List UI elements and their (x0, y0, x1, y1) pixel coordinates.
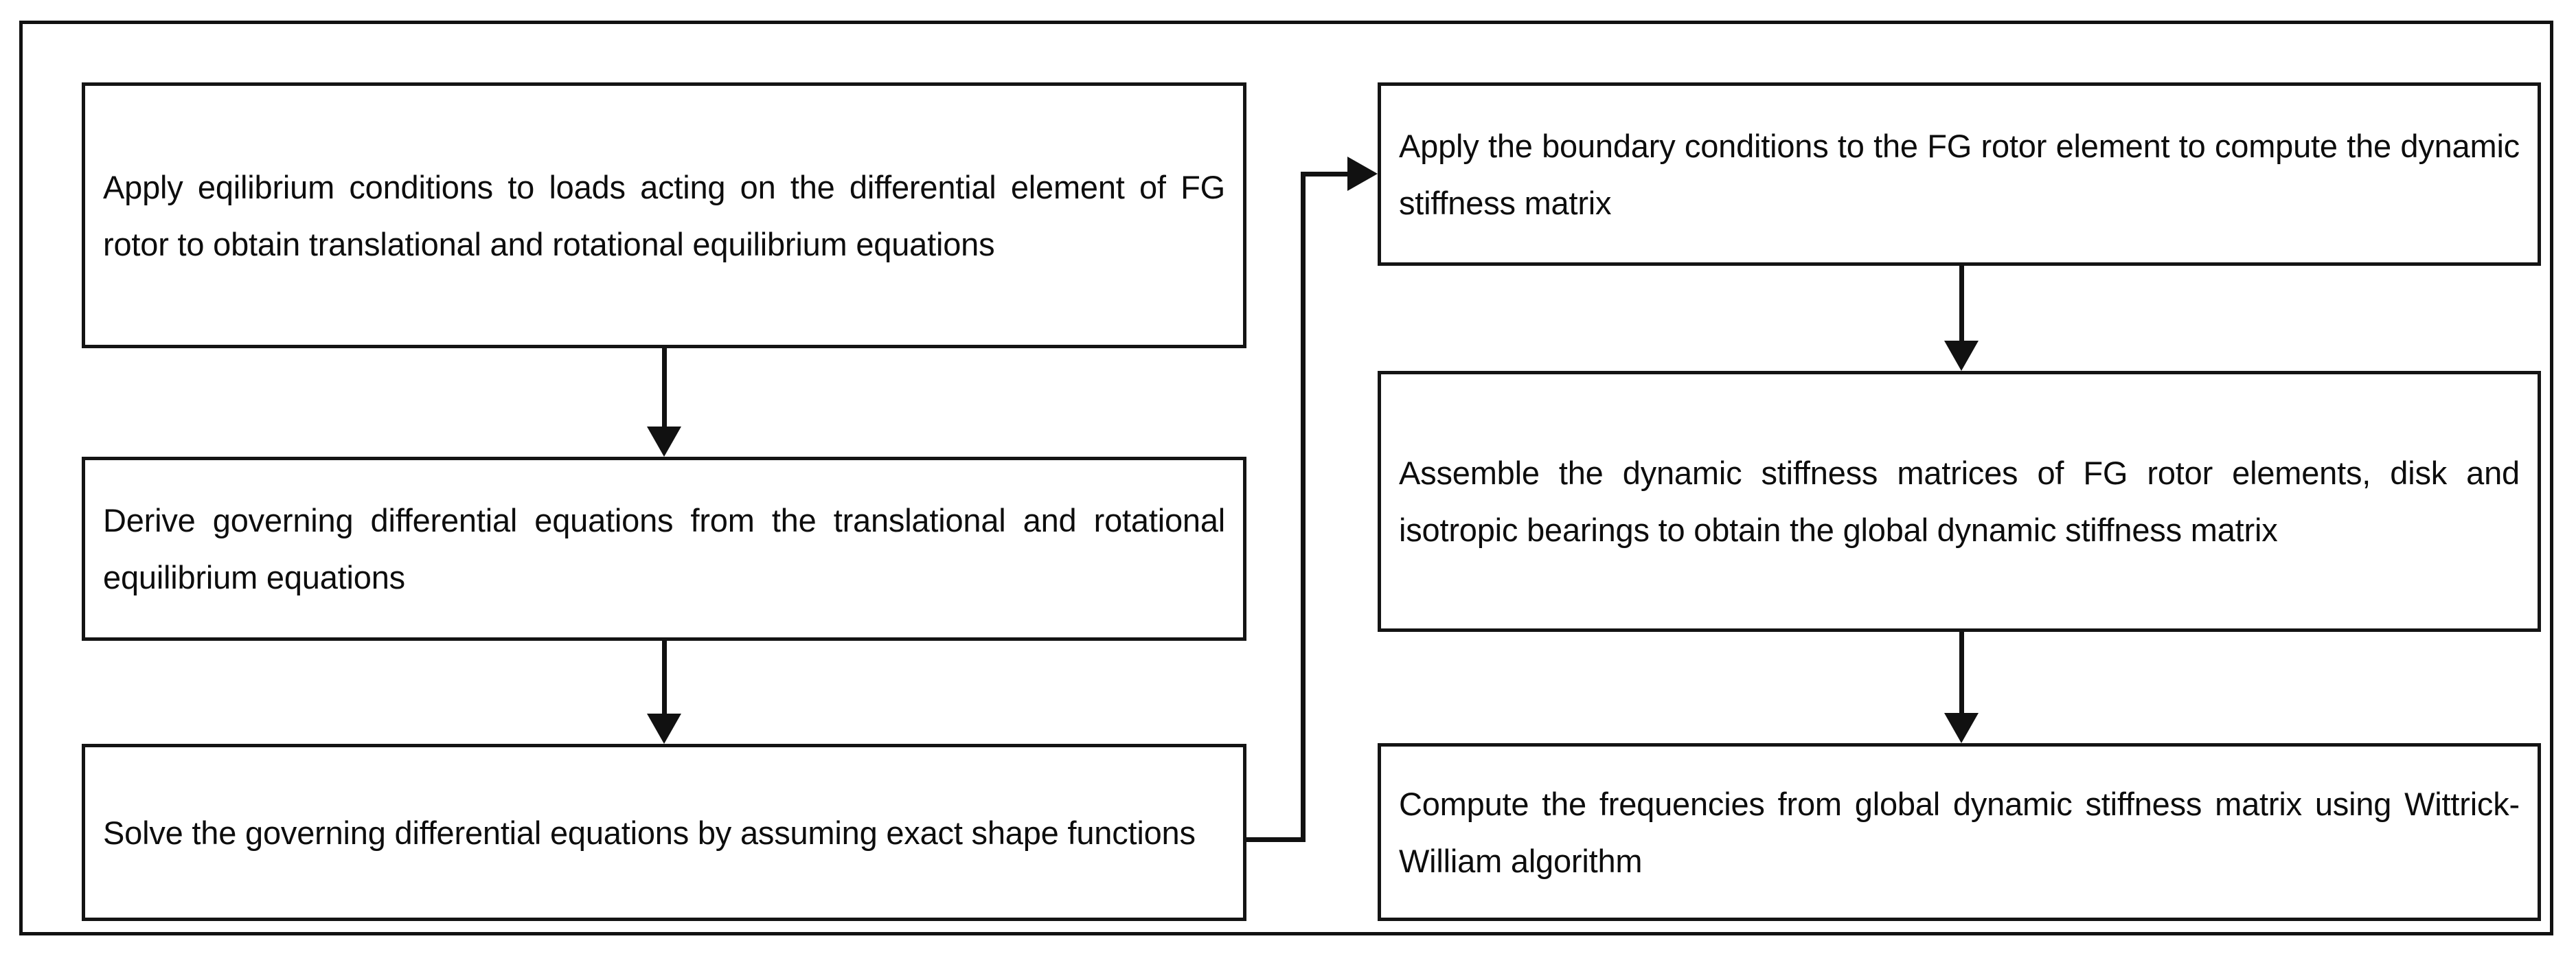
connector-derive-governing-to-solve-governing (662, 641, 667, 720)
arrow-right-icon-to-apply-boundary (1347, 157, 1378, 191)
arrow-down-icon-to-solve-governing (647, 714, 681, 744)
arrow-down-icon-to-derive-governing (647, 427, 681, 457)
process-box-apply-boundary-text: Apply the boundary conditions to the FG … (1399, 127, 2520, 221)
process-box-solve-governing-text: Solve the governing differential equatio… (103, 814, 1196, 851)
connector-assemble-matrices-to-compute-frequency (1959, 632, 1964, 714)
process-box-assemble-matrices: Assemble the dynamic stiffness matrices … (1378, 371, 2541, 632)
connector-solve-governing-segment-into-apply-boundary (1301, 172, 1350, 177)
process-box-compute-frequency: Compute the frequencies from global dyna… (1378, 743, 2541, 921)
connector-apply-boundary-to-assemble-matrices (1959, 266, 1964, 342)
process-box-assemble-matrices-text: Assemble the dynamic stiffness matrices … (1399, 455, 2520, 548)
arrow-down-icon-to-assemble-matrices (1944, 341, 1979, 371)
process-box-apply-boundary: Apply the boundary conditions to the FG … (1378, 82, 2541, 266)
connector-solve-governing-segment-right (1246, 837, 1306, 842)
process-box-apply-equilibrium-text: Apply eqilibrium conditions to loads act… (103, 168, 1225, 262)
flowchart-outer-frame: Apply eqilibrium conditions to loads act… (19, 21, 2553, 935)
arrow-down-icon-to-compute-frequency (1944, 713, 1979, 743)
connector-solve-governing-segment-up (1301, 172, 1306, 841)
process-box-compute-frequency-text: Compute the frequencies from global dyna… (1399, 785, 2520, 879)
process-box-derive-governing-text: Derive governing differential equations … (103, 502, 1225, 595)
process-box-solve-governing: Solve the governing differential equatio… (82, 744, 1246, 921)
connector-apply-equilibrium-to-derive-governing (662, 348, 667, 428)
process-box-derive-governing: Derive governing differential equations … (82, 457, 1246, 641)
process-box-apply-equilibrium: Apply eqilibrium conditions to loads act… (82, 82, 1246, 348)
